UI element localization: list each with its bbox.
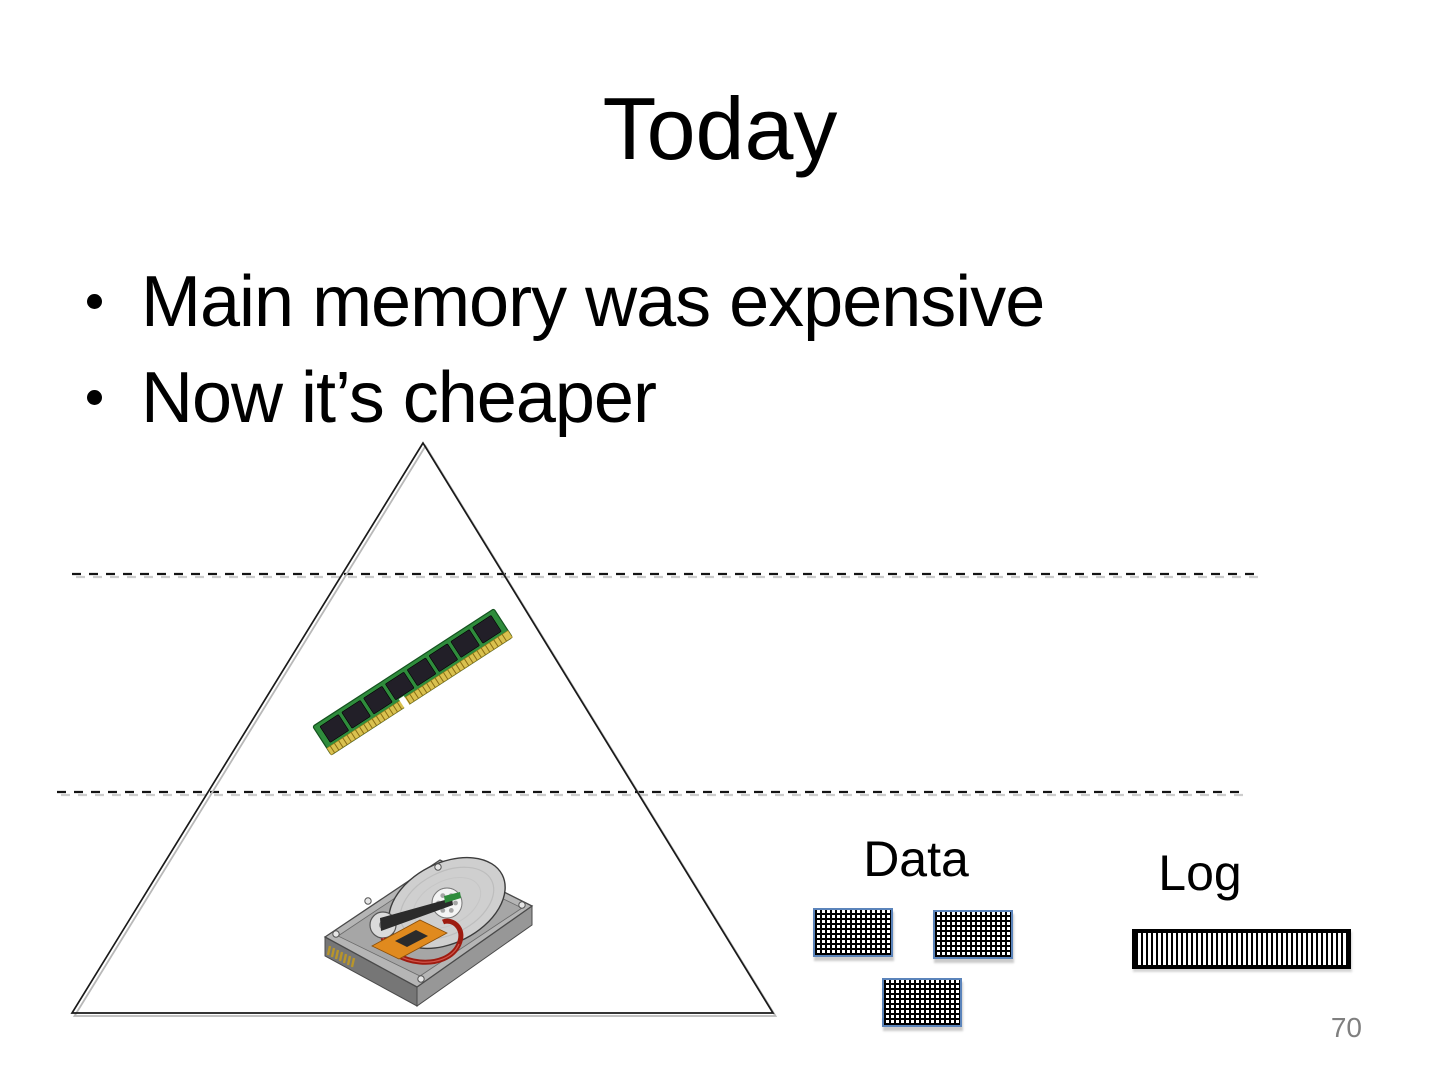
data-page-box bbox=[882, 978, 962, 1027]
hard-disk-icon bbox=[323, 856, 534, 1007]
data-page-box bbox=[933, 910, 1013, 959]
ram-notch bbox=[398, 695, 411, 710]
data-page-box bbox=[813, 908, 893, 957]
memory-hierarchy-pyramid bbox=[70, 441, 775, 1014]
slide-title: Today bbox=[602, 79, 838, 178]
ram-gold-pins bbox=[329, 634, 507, 754]
log-strip-box bbox=[1132, 929, 1351, 969]
bullet-text: Main memory was expensive bbox=[141, 262, 1045, 342]
bullet-item: Main memory was expensive bbox=[75, 254, 1325, 350]
ram-module-icon bbox=[312, 608, 513, 756]
bullet-text: Now it’s cheaper bbox=[141, 358, 657, 438]
bullet-dot-icon bbox=[87, 390, 102, 405]
ram-chips bbox=[320, 615, 502, 743]
hdd-screws bbox=[332, 863, 526, 983]
data-label: Data bbox=[863, 831, 969, 887]
hdd-connector-pins bbox=[326, 945, 356, 968]
bullet-item: Now it’s cheaper bbox=[75, 350, 1325, 446]
bullet-list: Main memory was expensive Now it’s cheap… bbox=[75, 254, 1325, 446]
log-label: Log bbox=[1158, 845, 1242, 901]
bullet-dot-icon bbox=[87, 294, 102, 309]
page-number: 70 bbox=[1330, 1012, 1362, 1043]
